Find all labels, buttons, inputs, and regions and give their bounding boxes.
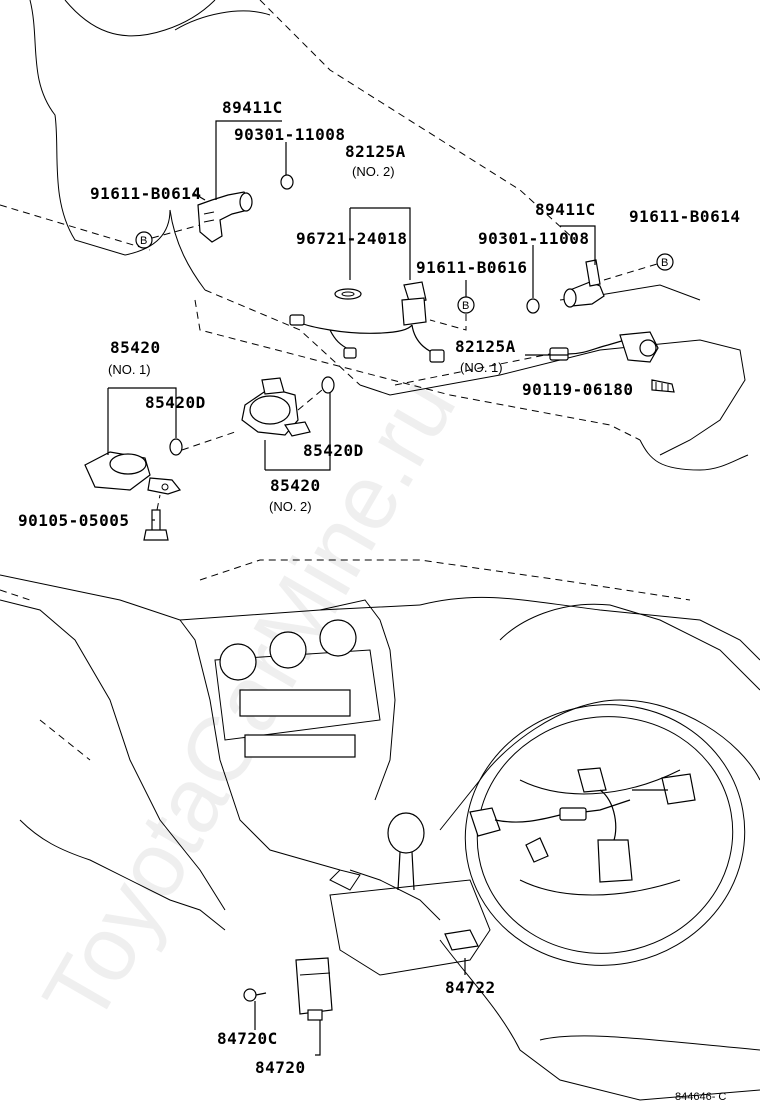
steering-wheel xyxy=(464,704,746,966)
callout-labels: 89411C 90301-11008 91611-B0614 82125A (N… xyxy=(18,98,740,1077)
bolt-marker-left: B xyxy=(135,231,153,249)
label-no2-right: (NO. 2) xyxy=(269,499,312,514)
label-no1-mid: (NO. 1) xyxy=(460,360,503,375)
cabin-outline xyxy=(0,559,760,931)
steering-harness xyxy=(469,767,696,883)
bolt-marker-right: B xyxy=(656,253,674,271)
bolt-marker-mid-label: B xyxy=(462,300,469,312)
label-91611-right: 91611-B0614 xyxy=(629,207,740,226)
clip-84720c xyxy=(243,988,267,1002)
bolt-90119 xyxy=(651,379,675,393)
wire-harness-no1 xyxy=(549,331,659,363)
speed-sensor-left xyxy=(197,191,253,243)
label-90301-left: 90301-11008 xyxy=(234,125,345,144)
label-85420d-right: 85420D xyxy=(303,441,364,460)
label-90301-right: 90301-11008 xyxy=(478,229,589,248)
o-ring-85420d-right xyxy=(321,376,335,394)
label-85420-right: 85420 xyxy=(270,476,321,495)
o-ring-left xyxy=(280,174,294,190)
bolt-marker-right-label: B xyxy=(661,257,668,269)
label-90105: 90105-05005 xyxy=(18,511,129,530)
label-84720: 84720 xyxy=(255,1058,306,1077)
label-84720c: 84720C xyxy=(217,1029,278,1048)
o-ring-85420d-left xyxy=(169,438,183,456)
solenoid-no2 xyxy=(241,377,311,437)
label-85420d-left: 85420D xyxy=(145,393,206,412)
label-91611-mid: 91611-B0616 xyxy=(416,258,527,277)
label-85420-left: 85420 xyxy=(110,338,161,357)
gear-shifter xyxy=(329,812,760,1101)
label-82125a-top: 82125A xyxy=(345,142,406,161)
label-89411c-right: 89411C xyxy=(535,200,596,219)
reference-id: 844646- C xyxy=(675,1091,726,1103)
bolt-marker-mid: B xyxy=(457,296,475,314)
label-84722: 84722 xyxy=(445,978,496,997)
wire-harness-no2 xyxy=(289,281,445,363)
speed-sensor-right xyxy=(563,259,605,308)
label-82125a-mid: 82125A xyxy=(455,337,516,356)
solenoid-no1 xyxy=(84,451,182,495)
label-96721: 96721-24018 xyxy=(296,229,407,248)
label-no2-top: (NO. 2) xyxy=(352,164,395,179)
leader-lines xyxy=(107,120,596,1056)
bolt-90105 xyxy=(143,494,169,541)
switch-84722 xyxy=(444,929,479,951)
switch-84720 xyxy=(295,957,333,1021)
label-90119: 90119-06180 xyxy=(522,380,633,399)
o-ring-right xyxy=(526,298,540,314)
label-89411c-left: 89411C xyxy=(222,98,283,117)
label-91611-left: 91611-B0614 xyxy=(90,184,201,203)
label-no1-left: (NO. 1) xyxy=(108,362,151,377)
bolt-marker-left-label: B xyxy=(140,235,147,247)
